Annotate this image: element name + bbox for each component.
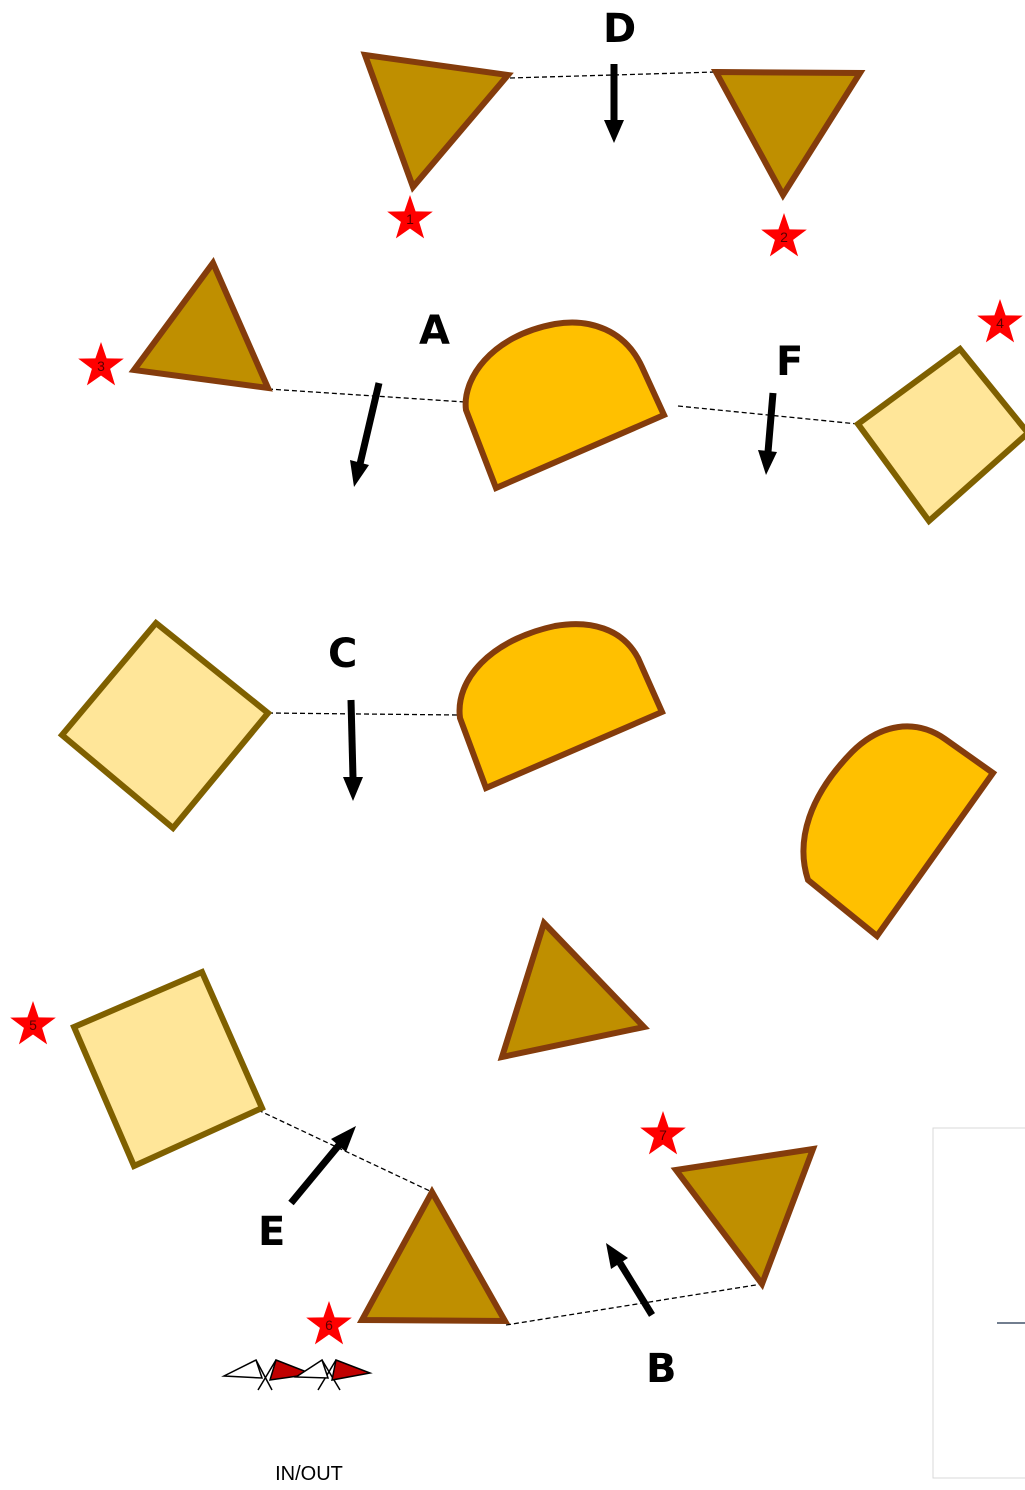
gate-labels: D A F C E B [258,6,803,1392]
direction-arrow-b [606,1243,655,1317]
corner-panel [932,1127,1025,1479]
gate-label-d: D [603,6,636,52]
triangle-obstacles [128,51,866,1325]
gate-line-c [267,712,459,716]
triangle-obstacle-6 [670,1145,818,1291]
in-out-label: IN/OUT [275,1463,343,1485]
triangle-obstacle-5 [356,1185,511,1325]
svg-text:4: 4 [996,315,1004,331]
gate-line-b [505,1283,763,1326]
numbered-stars: 1 2 3 4 5 6 7 [10,195,1023,1345]
gate-label-e: E [258,1209,285,1255]
barrel-obstacles [456,319,998,941]
barrel-obstacle-3 [800,723,998,941]
star-marker-2: 2 [761,213,807,257]
svg-text:3: 3 [97,358,105,374]
triangle-obstacle-4 [497,917,650,1061]
star-marker-5: 5 [10,1001,56,1045]
box-obstacles [57,344,1025,1170]
in-out-flags: IN/OUT [221,1358,373,1485]
svg-text:5: 5 [29,1017,37,1033]
direction-arrow-c [343,699,363,801]
box-obstacle-2 [57,618,273,833]
svg-text:7: 7 [659,1127,667,1143]
triangle-obstacle-1 [360,51,514,193]
direction-arrow-f [758,392,777,475]
direction-arrow-d [604,64,624,143]
gate-label-b: B [646,1346,677,1392]
star-marker-3: 3 [78,342,124,386]
flag-icon [221,1358,315,1391]
star-marker-6: 6 [306,1301,352,1345]
triangle-obstacle-3 [128,257,273,392]
star-marker-1: 1 [387,195,433,239]
gate-label-f: F [776,339,803,385]
gate-line-a [267,388,466,403]
flag-icon [293,1358,373,1391]
star-marker-4: 4 [977,299,1023,343]
triangle-obstacle-2 [710,68,866,201]
direction-arrow-e [288,1126,356,1206]
direction-arrows [288,64,777,1317]
barrel-obstacle-2 [456,621,666,793]
box-obstacle-3 [70,968,266,1170]
direction-arrow-a [350,382,383,487]
svg-text:2: 2 [780,229,788,245]
barrel-obstacle-1 [462,319,669,492]
box-obstacle-1 [853,344,1025,526]
gate-label-a: A [419,308,450,354]
star-marker-7: 7 [640,1111,686,1155]
svg-text:1: 1 [406,211,414,227]
gate-label-c: C [328,631,357,677]
svg-text:6: 6 [325,1317,333,1333]
gate-line-d [509,71,717,79]
